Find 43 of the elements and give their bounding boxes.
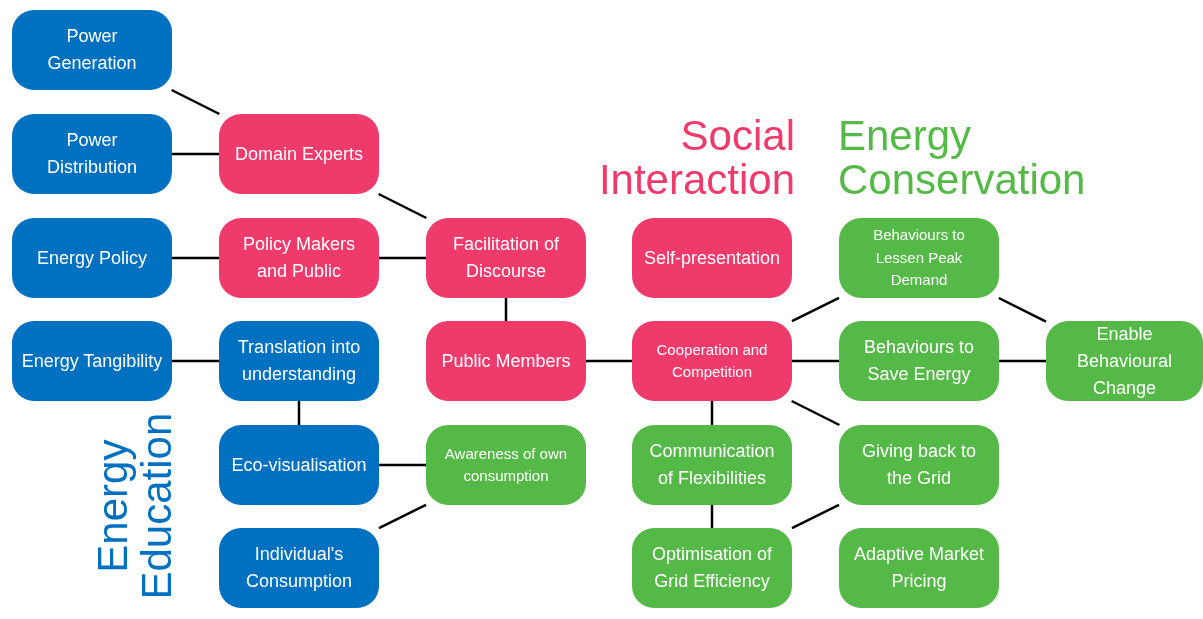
connector-line (378, 192, 427, 220)
topic-box: Power Generation (12, 10, 172, 90)
connector-line (378, 503, 427, 530)
topic-box: Enable Behavioural Change (1046, 321, 1203, 401)
connector-line (297, 401, 301, 425)
topic-box: Policy Makers and Public (219, 218, 379, 298)
connector-line (710, 401, 714, 425)
topic-box: Facilitation of Discourse (426, 218, 586, 298)
category-heading: Energy Education (90, 411, 180, 602)
connector-line (710, 505, 714, 528)
topic-box: Behaviours to Lessen Peak Demand (839, 218, 999, 298)
connector-line (379, 256, 426, 260)
connector-line (172, 256, 219, 260)
connector-line (791, 296, 840, 323)
topic-box: Public Members (426, 321, 586, 401)
topic-box: Awareness of own consumption (426, 425, 586, 505)
connector-line (379, 463, 426, 467)
connector-line (586, 359, 632, 363)
topic-box: Communication of Flexibilities (632, 425, 792, 505)
topic-box: Eco-visualisation (219, 425, 379, 505)
connector-line (504, 298, 508, 321)
connector-line (792, 359, 839, 363)
topic-box: Individual's Consumption (219, 528, 379, 608)
connector-line (172, 152, 219, 156)
connector-line (172, 359, 219, 363)
topic-box: Energy Tangibility (12, 321, 172, 401)
topic-box: Energy Policy (12, 218, 172, 298)
topic-box: Domain Experts (219, 114, 379, 194)
topic-box: Translation into understanding (219, 321, 379, 401)
topic-box: Giving back to the Grid (839, 425, 999, 505)
connector-line (999, 359, 1046, 363)
topic-box: Self-presentation (632, 218, 792, 298)
topic-box: Cooperation and Competition (632, 321, 792, 401)
topic-box: Behaviours to Save Energy (839, 321, 999, 401)
category-heading: Social Interaction (598, 114, 795, 203)
connector-line (791, 503, 840, 530)
topic-box: Power Distribution (12, 114, 172, 194)
connector-line (171, 88, 220, 116)
connector-line (791, 399, 840, 427)
connector-line (998, 296, 1047, 323)
topic-box: Adaptive Market Pricing (839, 528, 999, 608)
category-heading: Energy Conservation (838, 114, 1086, 203)
topic-box: Optimisation of Grid Efficiency (632, 528, 792, 608)
